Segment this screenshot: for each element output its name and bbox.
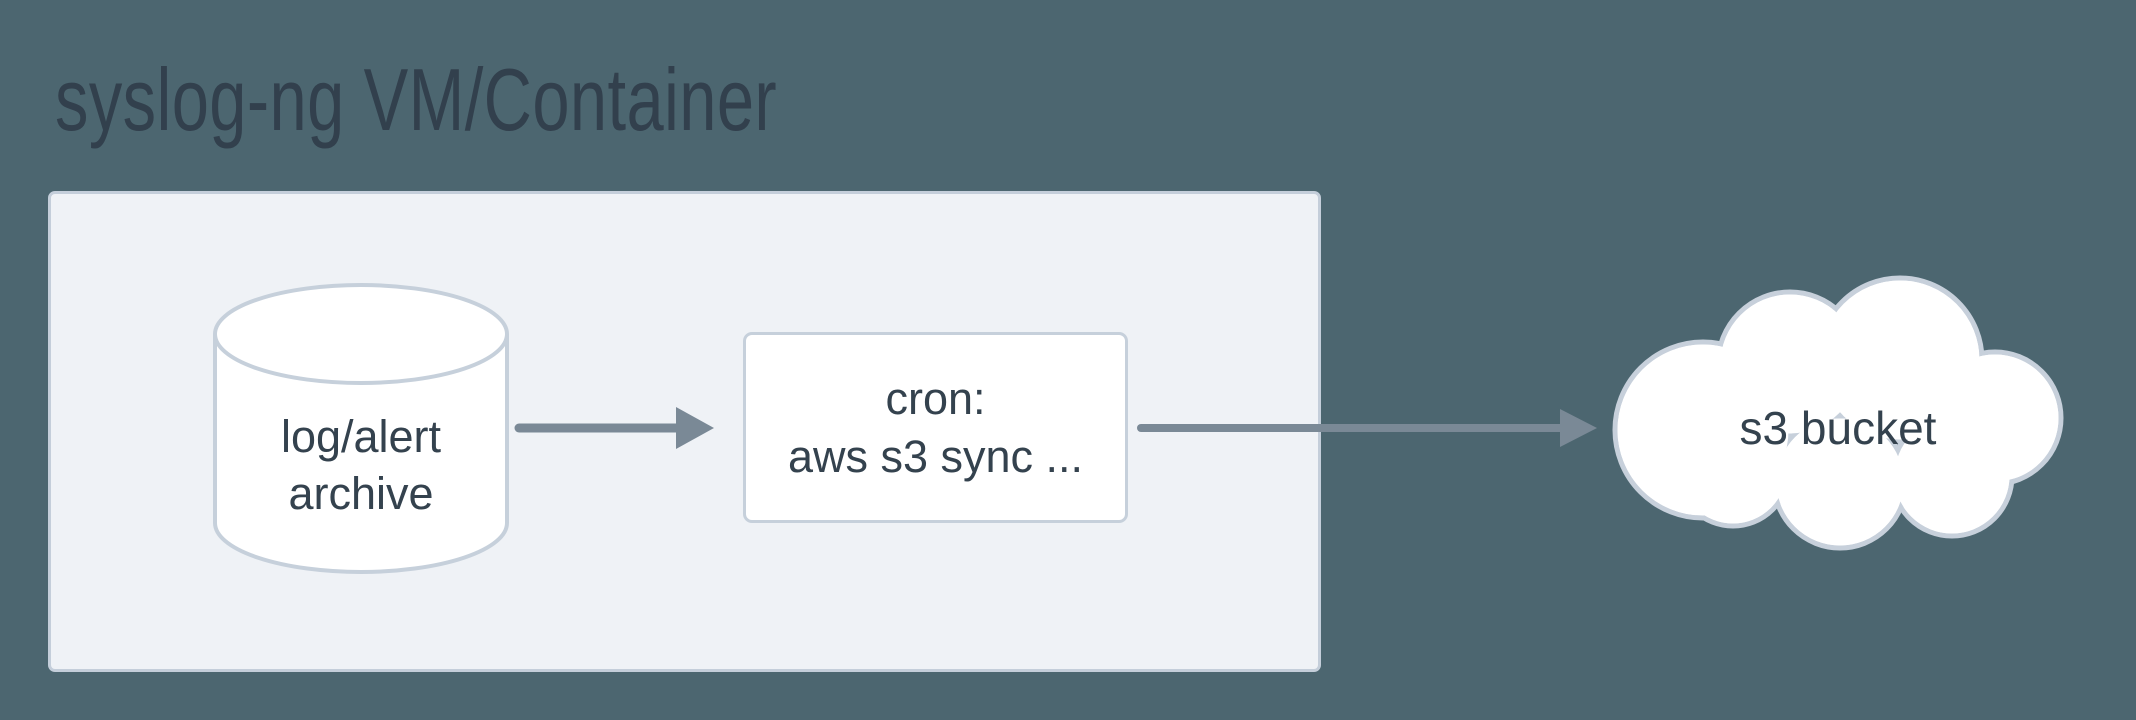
cron-label-line-1: cron: (885, 372, 986, 424)
archive-label-line-1: log/alert (280, 411, 442, 462)
page-title: syslog-ng VM/Container (55, 56, 1005, 144)
s3-bucket-label-text: s3 bucket (1739, 402, 1937, 454)
node-s3-bucket-label: s3 bucket (1633, 400, 2043, 457)
page-title-text: syslog-ng VM/Container (55, 50, 778, 149)
node-cron-job-label: cron: aws s3 sync ... (788, 370, 1083, 486)
node-cron-job: cron: aws s3 sync ... (743, 332, 1128, 523)
node-log-archive-label: log/alert archive (215, 408, 507, 522)
archive-label-line-2: archive (288, 468, 434, 519)
cron-label-line-2: aws s3 sync ... (787, 430, 1084, 482)
